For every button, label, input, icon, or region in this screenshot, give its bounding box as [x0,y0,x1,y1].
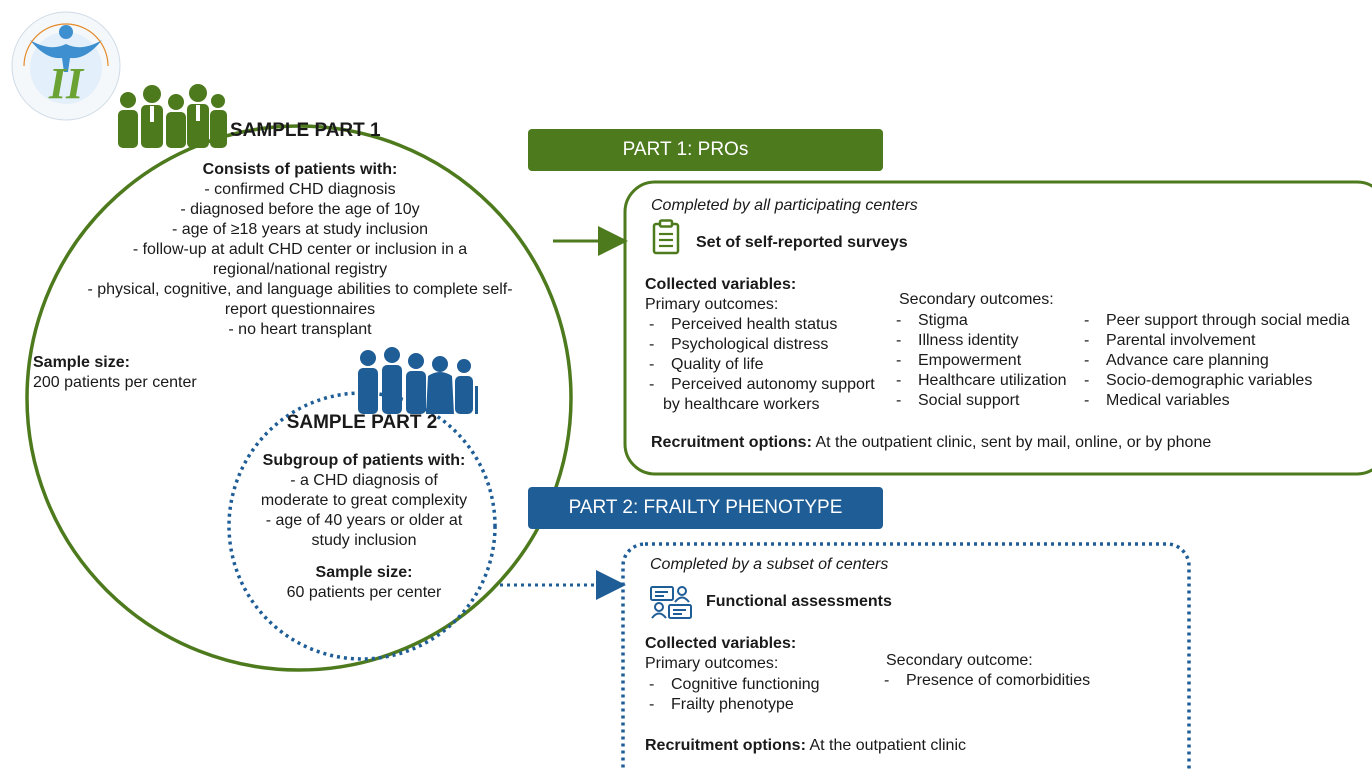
part1-primary-item: Perceived health status [645,315,875,335]
part1-primary-item: Quality of life [645,355,875,375]
sample2-criteria-block: Subgroup of patients with: - a CHD diagn… [246,451,482,551]
part1-secondary-list-b: Peer support through social media Parent… [1080,311,1350,411]
sample2-criterion: - a CHD diagnosis of [290,472,438,489]
sample2-title: SAMPLE PART 2 [286,412,438,433]
sample2-size-value: 60 patients per center [286,584,442,601]
people-group-icon [114,84,228,148]
part1-banner: PART 1: PROs [528,129,883,171]
part1-recruitment: Recruitment options: At the outpatient c… [651,433,1211,453]
part2-recruitment-label: Recruitment options: [645,737,806,754]
part2-primary-heading: Primary outcomes: [645,655,779,672]
sample1-criterion: - diagnosed before the age of 10y [180,201,420,218]
sample2-criterion: study inclusion [311,532,417,549]
sample1-size: Sample size: 200 patients per center [33,353,197,393]
part1-secondary-item: Healthcare utilization [892,371,1067,391]
sample2-criterion: moderate to great complexity [260,492,468,509]
sample2-size-heading: Sample size: [315,564,413,581]
part2-secondary-list: Presence of comorbidities [880,671,1090,691]
sample1-title: SAMPLE PART 1 [230,120,381,141]
sample1-criterion: - physical, cognitive, and language abil… [87,281,513,298]
sample1-criterion: - no heart transplant [228,321,372,338]
part2-recruitment-value: At the outpatient clinic [805,737,966,754]
sample2-size: Sample size: 60 patients per center [264,563,464,603]
part2-primary-item: Cognitive functioning [645,675,820,695]
sample1-criterion: - follow-up at adult CHD center or inclu… [132,241,468,258]
part1-secondary-item: Social support [892,391,1067,411]
part1-instrument: Set of self-reported surveys [696,234,908,251]
sample1-criterion: - confirmed CHD diagnosis [204,181,396,198]
part2-secondary-heading: Secondary outcome: [886,652,1033,669]
part2-collected-heading: Collected variables: [645,635,797,652]
part2-recruitment: Recruitment options: At the outpatient c… [645,736,966,756]
part2-box [621,542,1191,771]
logo: II [10,10,122,122]
part1-secondary-item: Advance care planning [1080,351,1350,371]
part1-secondary-item: Stigma [892,311,1067,331]
part1-primary-item: Psychological distress [645,335,875,355]
part1-secondary-item: Peer support through social media [1080,311,1350,331]
conversation-icon [649,585,693,621]
part1-secondary-item: Parental involvement [1080,331,1350,351]
part1-primary-item: Perceived autonomy support [645,375,875,395]
part1-recruitment-value: At the outpatient clinic, sent by mail, … [811,434,1212,451]
part1-secondary-item: Illness identity [892,331,1067,351]
part2-primary-list: Cognitive functioning Frailty phenotype [645,675,820,715]
part1-primary-heading: Primary outcomes: [645,296,779,313]
sample2-circle [227,391,497,661]
elderly-group-icon [354,346,482,414]
part1-box [623,180,1372,476]
part1-recruitment-label: Recruitment options: [651,434,812,451]
sample2-subgroup-heading: Subgroup of patients with: [262,452,466,469]
part2-completed-by: Completed by a subset of centers [650,556,889,573]
part1-secondary-item: Medical variables [1080,391,1350,411]
clipboard-icon [652,219,680,255]
part1-secondary-heading: Secondary outcomes: [899,291,1054,308]
sample1-size-value: 200 patients per center [33,374,197,391]
part1-primary-item-cont: by healthcare workers [663,396,820,413]
sample1-criterion: - age of ≥18 years at study inclusion [171,221,429,238]
sample1-criteria-block: Consists of patients with: - confirmed C… [40,160,560,340]
part2-instrument: Functional assessments [706,593,892,610]
part1-collected-heading: Collected variables: [645,276,797,293]
sample1-consists-heading: Consists of patients with: [202,161,398,178]
part1-primary-list: Perceived health status Psychological di… [645,315,875,415]
part1-secondary-item: Empowerment [892,351,1067,371]
sample1-size-heading: Sample size: [33,354,130,371]
sample1-criterion: report questionnaires [224,301,376,318]
part1-secondary-item: Socio-demographic variables [1080,371,1350,391]
part1-secondary-list-a: Stigma Illness identity Empowerment Heal… [892,311,1067,411]
part2-banner: PART 2: FRAILTY PHENOTYPE [528,487,883,529]
part1-completed-by: Completed by all participating centers [651,197,918,214]
sample2-criterion: - age of 40 years or older at [265,512,463,529]
sample1-criterion: regional/national registry [212,261,388,278]
part2-primary-item: Frailty phenotype [645,695,820,715]
sample1-circle [25,124,573,672]
svg-text:II: II [48,59,85,108]
part2-secondary-item: Presence of comorbidities [880,671,1090,691]
logo-icon: II [11,11,121,121]
